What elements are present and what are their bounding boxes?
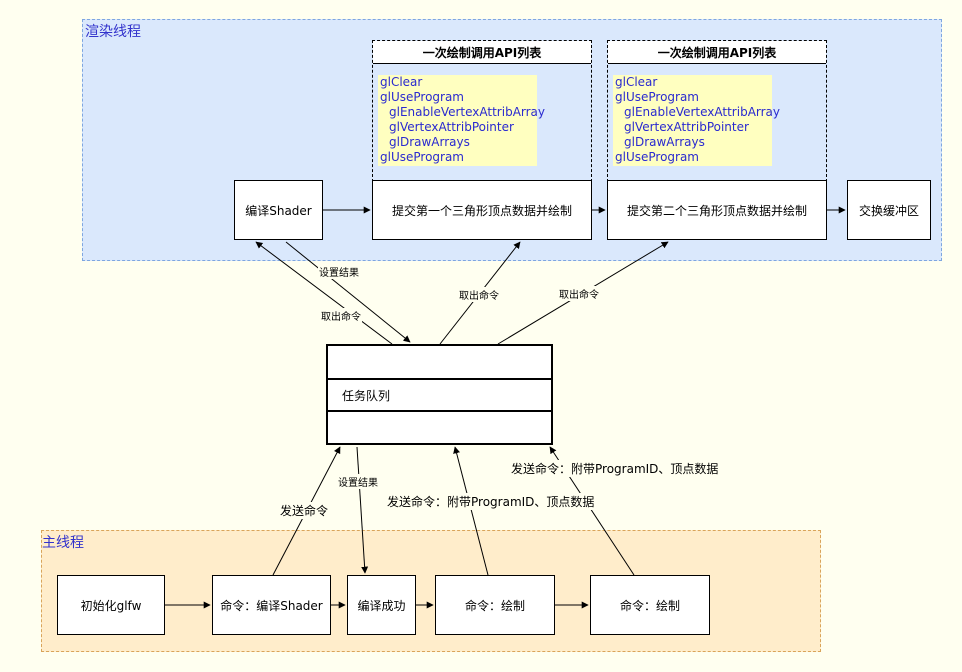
api-call: glVertexAttribPointer — [624, 120, 749, 134]
api-panel-2-header: 一次绘制调用API列表 — [608, 41, 826, 64]
task-queue-row-bottom[interactable] — [326, 410, 553, 445]
cmd-compile-shader-node[interactable]: 命令：编译Shader — [212, 575, 331, 635]
api-call: glUseProgram — [380, 90, 464, 104]
main-thread-title: 主线程 — [42, 535, 84, 551]
api-panel-1: 一次绘制调用API列表 glClear glUseProgram glEnabl… — [372, 40, 592, 182]
api-panel-1-header: 一次绘制调用API列表 — [373, 41, 591, 64]
submit-second-triangle-node[interactable]: 提交第二个三角形顶点数据并绘制 — [607, 180, 827, 240]
edge-label-send-cmd-program-1: 发送命令：附带ProgramID、顶点数据 — [386, 493, 596, 510]
cmd-draw-2-node[interactable]: 命令：绘制 — [590, 575, 710, 635]
api-call: glClear — [380, 75, 423, 89]
cmd-draw-1-node[interactable]: 命令：绘制 — [435, 575, 555, 635]
edge-label-fetch-cmd-right: 取出命令 — [558, 286, 600, 301]
render-thread-title: 渲染线程 — [85, 24, 141, 40]
api-call: glVertexAttribPointer — [389, 120, 514, 134]
edge-label-set-result-bottom: 设置结果 — [337, 474, 379, 489]
edge-draw1-to-queue — [453, 446, 489, 576]
api-list-1: glClear glUseProgram glEnableVertexAttri… — [378, 75, 546, 166]
api-panel-2: 一次绘制调用API列表 glClear glUseProgram glEnabl… — [607, 40, 827, 182]
edge-queue-to-compileok — [356, 446, 369, 574]
compile-success-node[interactable]: 编译成功 — [347, 575, 416, 635]
api-list-2: glClear glUseProgram glEnableVertexAttri… — [613, 75, 781, 166]
api-call: glDrawArrays — [624, 135, 705, 149]
edge-label-fetch-cmd-mid: 取出命令 — [458, 287, 500, 302]
swap-buffers-node[interactable]: 交换缓冲区 — [847, 180, 931, 240]
api-call: glEnableVertexAttribArray — [389, 105, 546, 119]
init-glfw-node[interactable]: 初始化glfw — [57, 575, 165, 635]
task-queue-label: 任务队列 — [342, 388, 391, 403]
edge-label-send-cmd: 发送命令 — [279, 502, 330, 519]
edge-label-fetch-cmd-left: 取出命令 — [320, 308, 362, 323]
edge-queue-to-compile — [255, 241, 393, 345]
task-queue-row-label[interactable]: 任务队列 — [326, 378, 553, 412]
api-call: glUseProgram — [615, 90, 699, 104]
task-queue-row-top[interactable] — [326, 344, 553, 380]
compile-shader-node[interactable]: 编译Shader — [234, 180, 323, 240]
edge-compile-to-queue — [285, 241, 411, 343]
edge-label-set-result-top: 设置结果 — [318, 264, 360, 279]
api-call: glUseProgram — [615, 150, 699, 164]
api-call: glClear — [615, 75, 658, 89]
submit-first-triangle-node[interactable]: 提交第一个三角形顶点数据并绘制 — [372, 180, 592, 240]
api-call: glUseProgram — [380, 150, 464, 164]
api-call: glEnableVertexAttribArray — [624, 105, 781, 119]
edge-label-send-cmd-program-2: 发送命令：附带ProgramID、顶点数据 — [510, 460, 720, 477]
api-call: glDrawArrays — [389, 135, 470, 149]
